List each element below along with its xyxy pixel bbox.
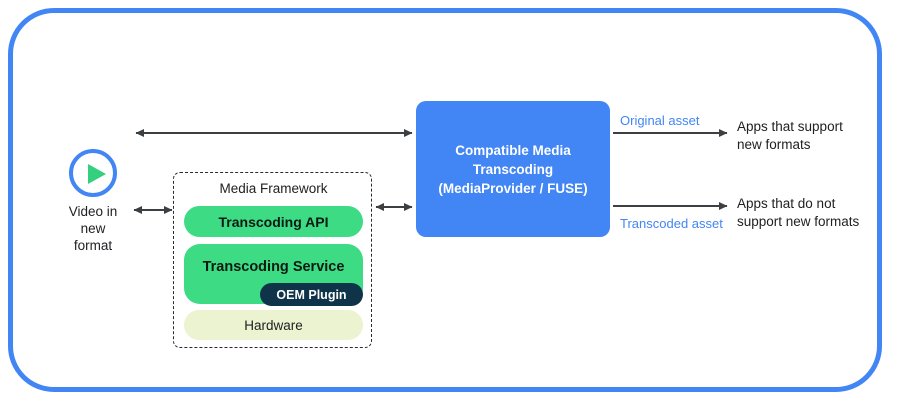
oem-plugin-badge: OEM Plugin: [260, 283, 363, 306]
hardware-layer: Hardware: [184, 310, 363, 340]
media-framework-title: Media Framework: [219, 181, 328, 196]
media-framework-box: Media Framework Transcoding API Transcod…: [173, 172, 372, 348]
original-asset-label: Original asset: [620, 113, 700, 128]
compatible-media-transcoding-box: Compatible Media Transcoding (MediaProvi…: [416, 101, 610, 237]
video-source-label: Video in new format: [68, 204, 118, 253]
apps-support-new-formats-label: Apps that support new formats: [737, 119, 843, 152]
play-circle-icon: [69, 149, 117, 197]
play-triangle-icon: [88, 164, 106, 184]
apps-no-support-new-formats-label: Apps that do not support new formats: [737, 196, 860, 229]
transcoded-asset-label: Transcoded asset: [620, 216, 723, 231]
transcoding-api-layer: Transcoding API: [184, 206, 363, 237]
